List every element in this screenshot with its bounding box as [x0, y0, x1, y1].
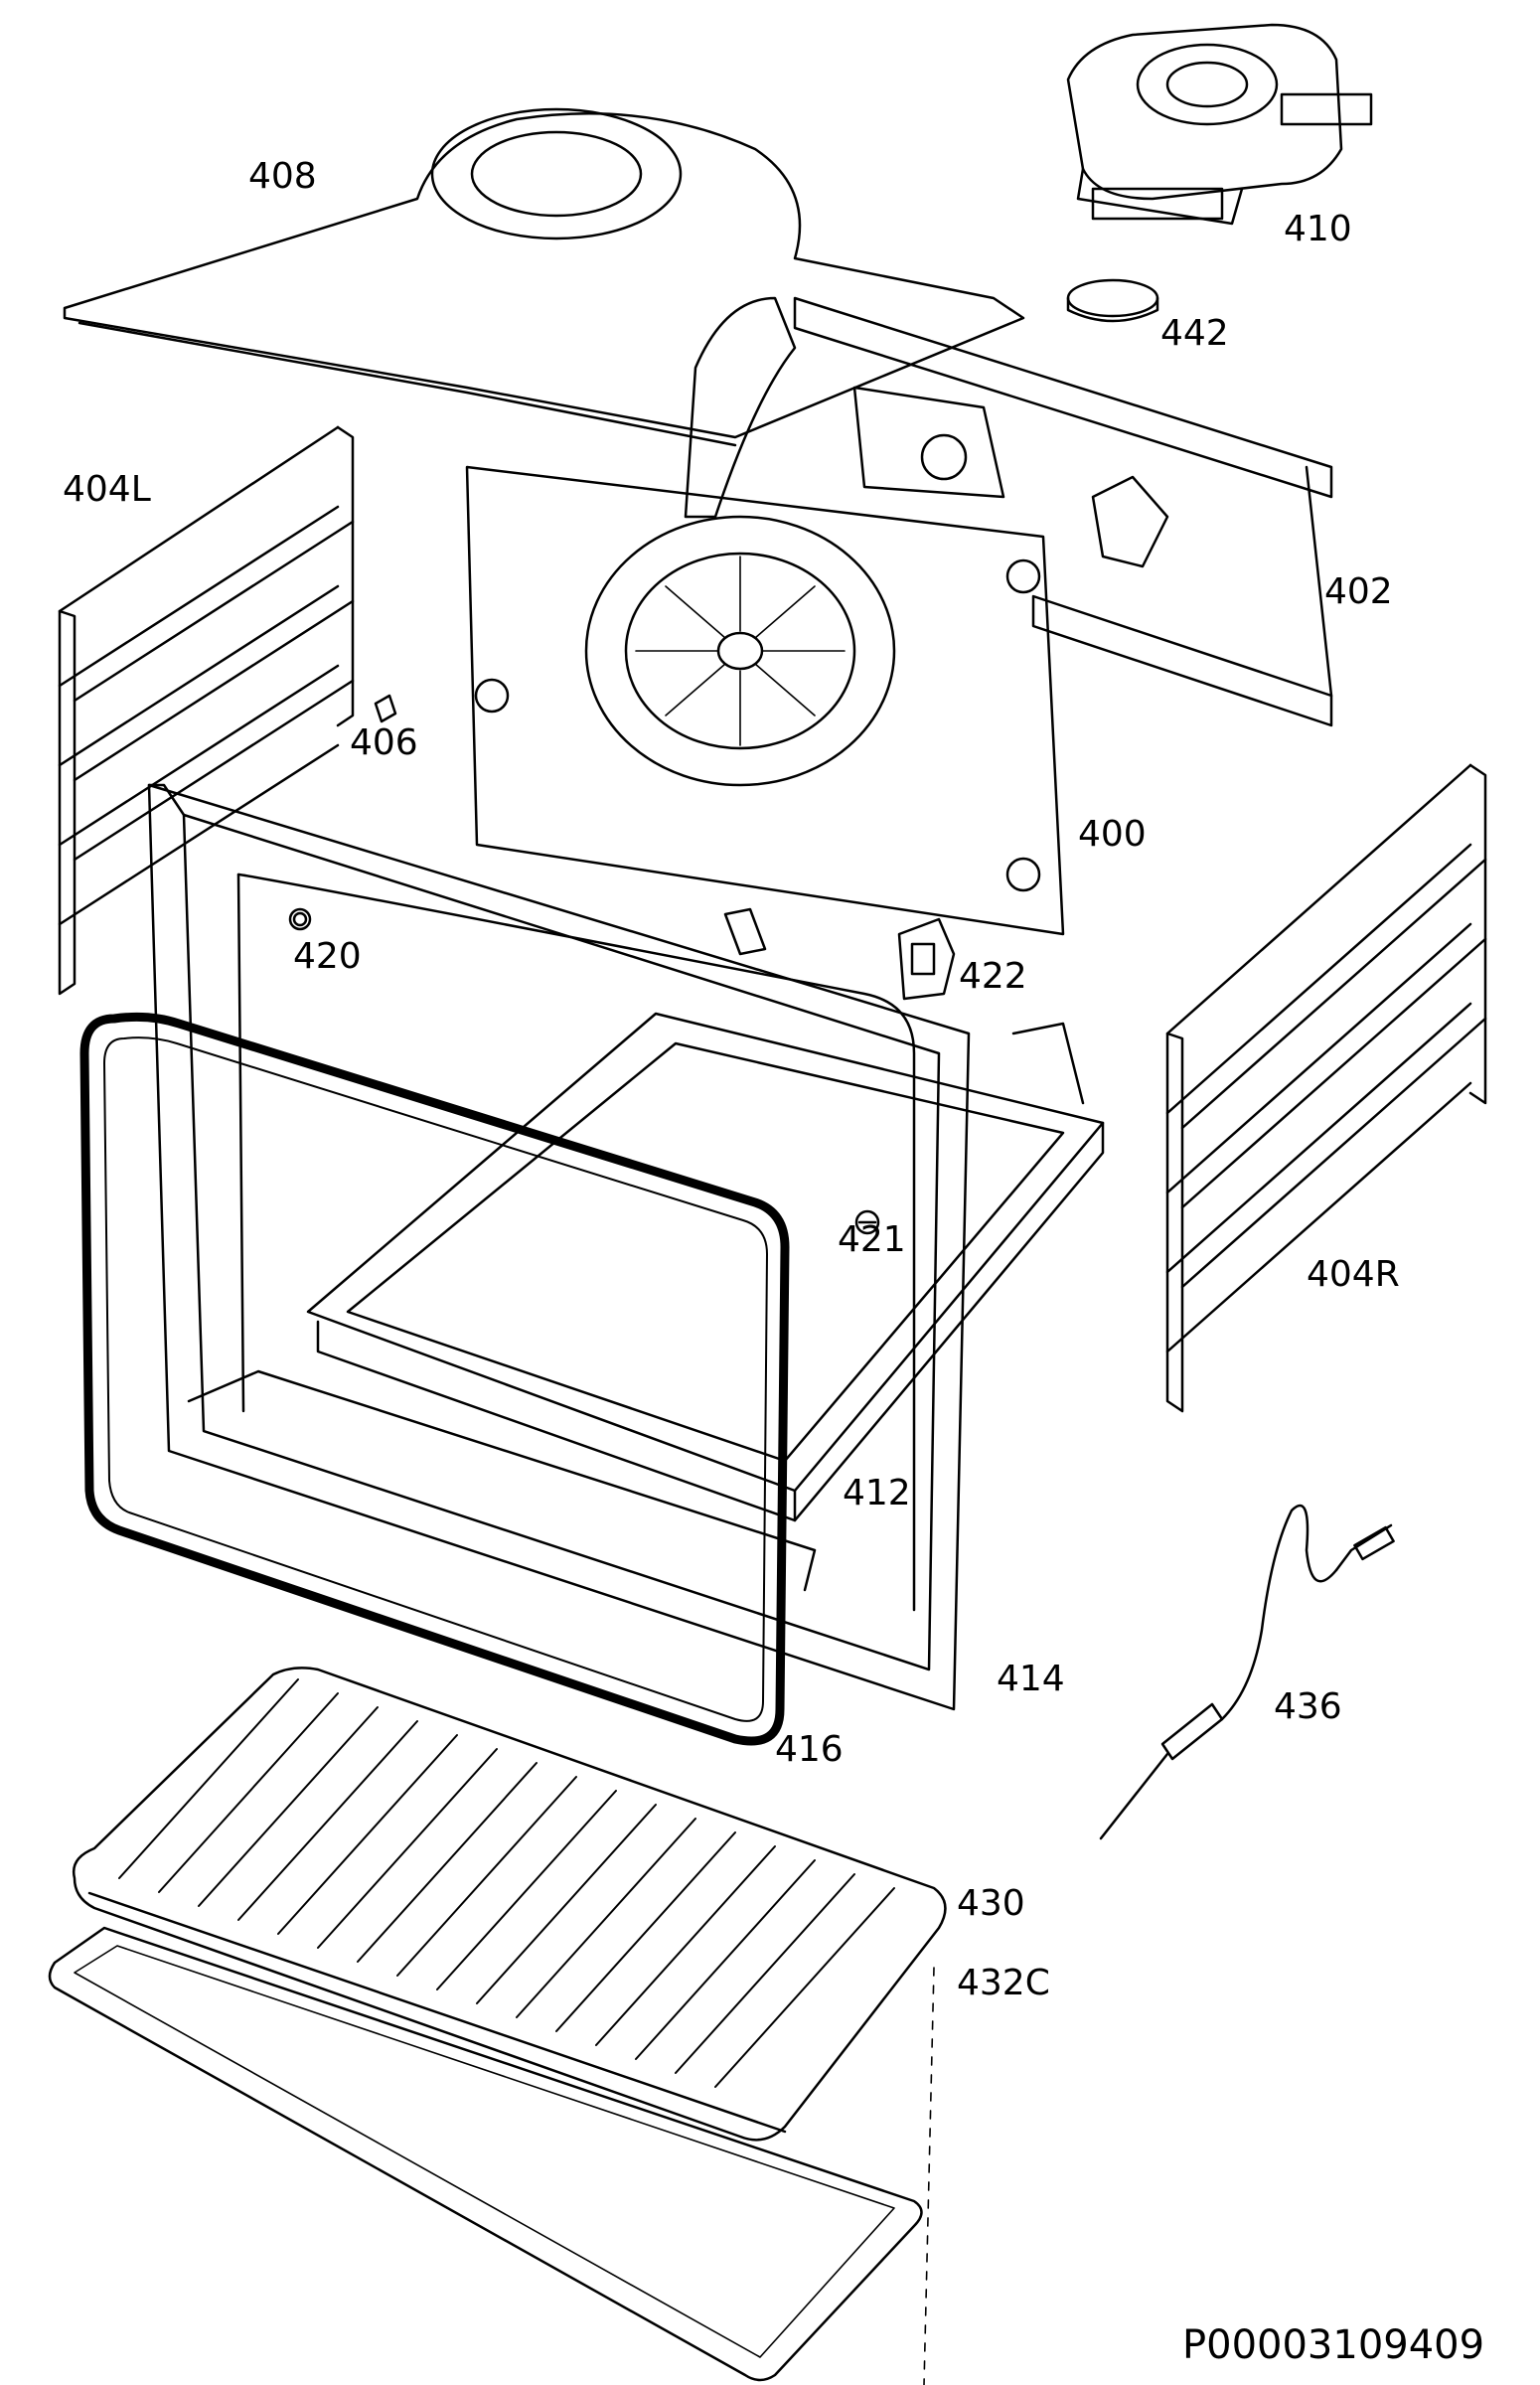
part-label-421: 421: [838, 1219, 906, 1260]
top-cover-drawing: [63, 107, 1025, 519]
part-label-404R: 404R: [1307, 1254, 1400, 1295]
rear-panel-drawing: [465, 386, 1065, 936]
part-label-408: 408: [248, 156, 317, 197]
part-label-406: 406: [350, 722, 418, 763]
part-label-410: 410: [1284, 209, 1352, 249]
inner-shelf-frame-drawing: [306, 1012, 1105, 1522]
part-label-430: 430: [957, 1883, 1025, 1924]
disc-drawing: [1066, 278, 1159, 323]
part-label-414: 414: [997, 1659, 1065, 1699]
part-label-432C: 432C: [957, 1963, 1050, 2003]
rear-rail-drawing: [793, 296, 1333, 727]
screw-421-drawing: [854, 1209, 880, 1235]
part-label-436: 436: [1274, 1686, 1342, 1727]
part-label-420: 420: [293, 936, 362, 977]
part-label-404L: 404L: [63, 469, 151, 510]
part-label-400: 400: [1078, 814, 1147, 855]
part-label-412: 412: [843, 1473, 911, 1513]
part-label-442: 442: [1160, 313, 1229, 354]
part-label-416: 416: [775, 1729, 844, 1770]
right-shelf-rack-drawing: [1165, 763, 1487, 1413]
document-id: P00003109409: [1182, 2322, 1485, 2368]
screw-420-drawing: [292, 911, 308, 927]
clip-406-drawing: [374, 694, 397, 723]
part-label-402: 402: [1324, 571, 1393, 612]
baking-tray-drawing: [48, 1926, 935, 2385]
lamp-holder-drawing: [897, 917, 956, 1001]
part-label-422: 422: [959, 956, 1027, 997]
left-shelf-rack-drawing: [58, 425, 355, 996]
door-gasket-drawing: [79, 1012, 790, 1746]
oven-frame-drawing: [147, 783, 971, 1711]
wire-grill-rack-drawing: [72, 1667, 947, 2142]
temperature-probe-drawing: [1099, 1504, 1395, 1840]
fan-motor-drawing: [1066, 23, 1373, 226]
